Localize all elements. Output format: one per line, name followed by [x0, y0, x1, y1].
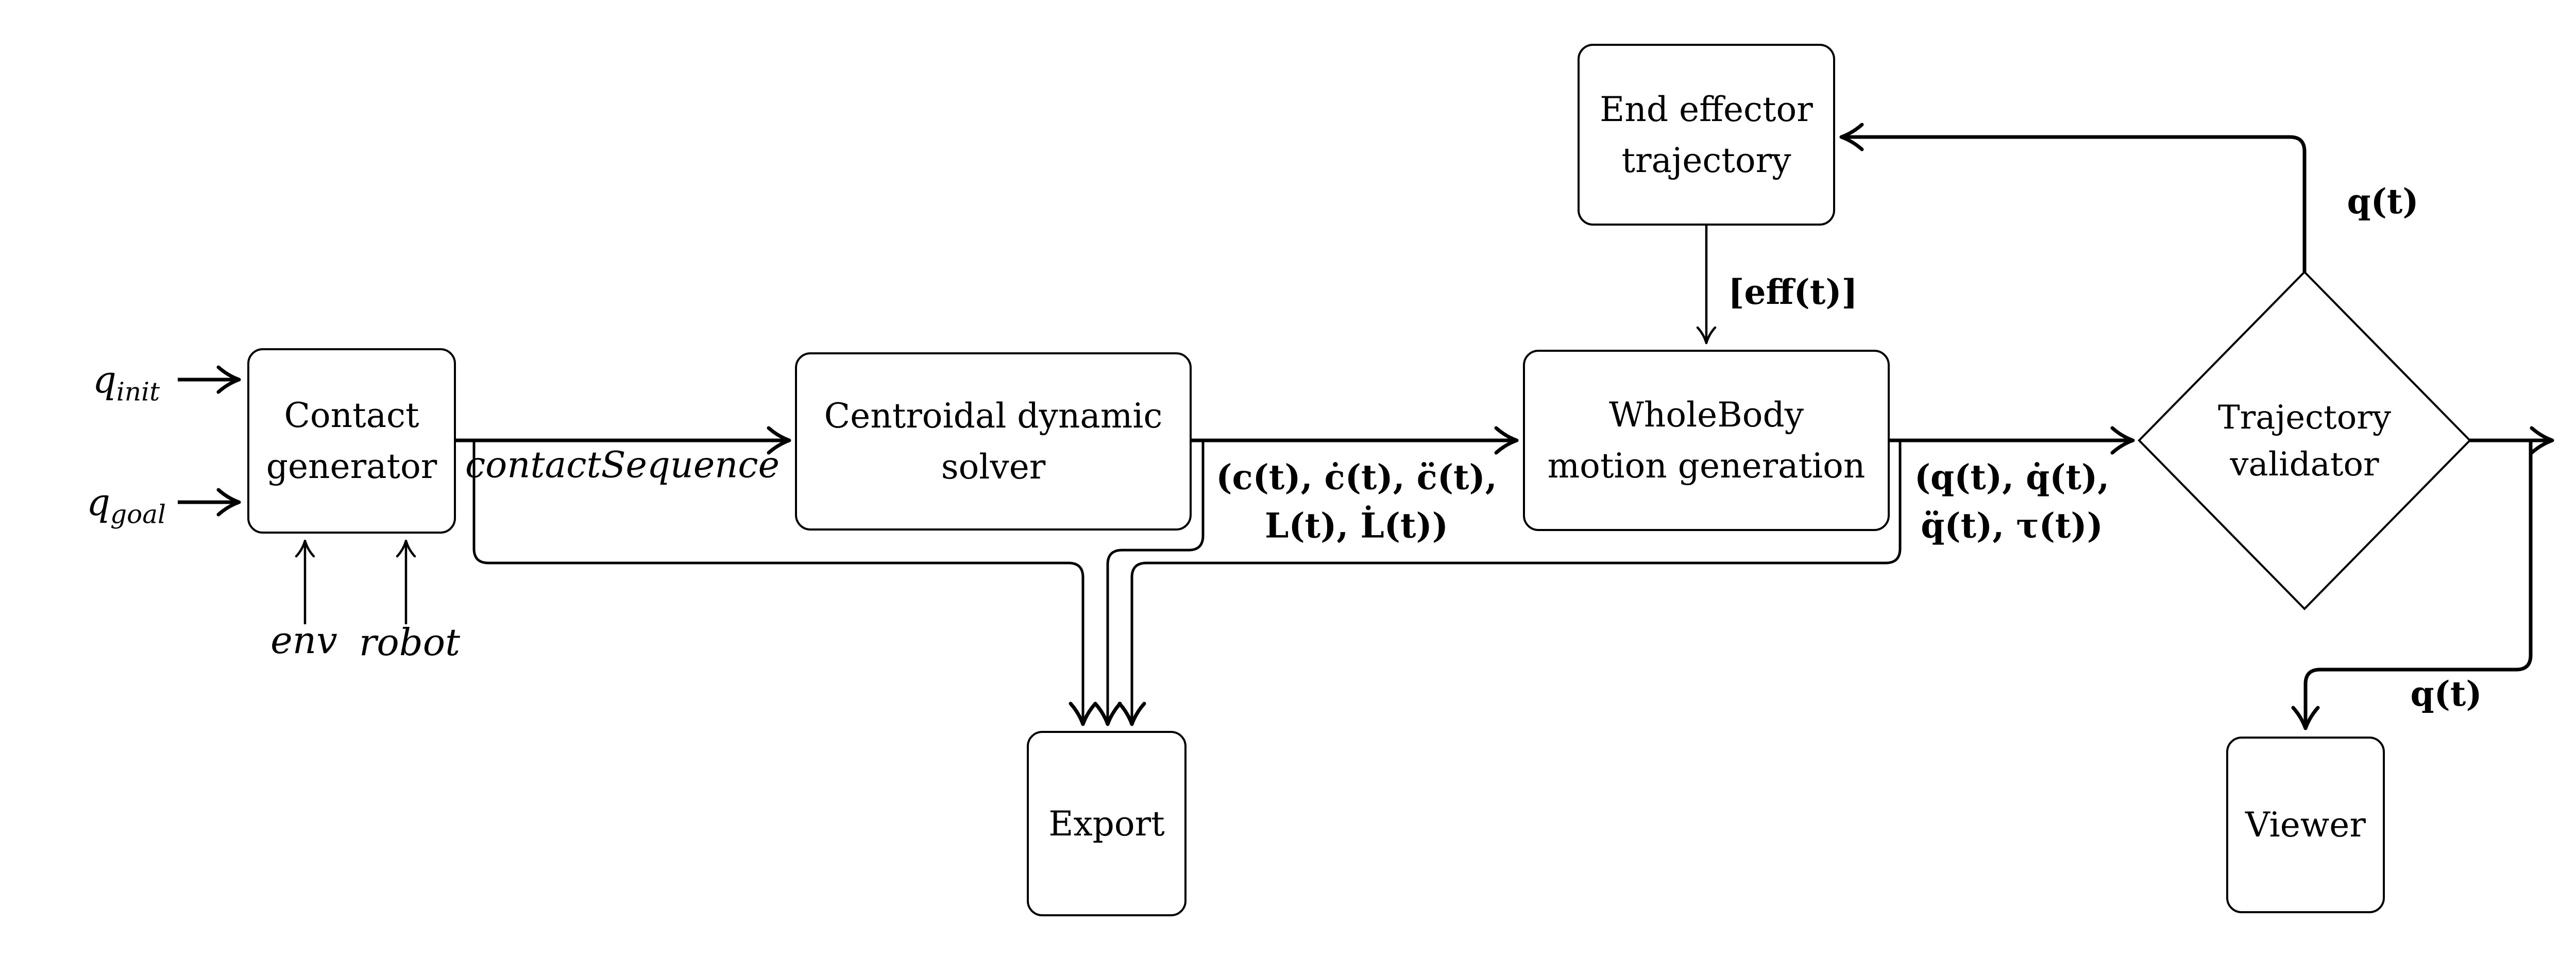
viewer-label: Viewer [2245, 805, 2366, 845]
viewer-q-label: q(t) [2410, 674, 2482, 714]
centroidal-solver-label-line2: solver [941, 447, 1046, 487]
validator-to-viewer-branch [2291, 440, 2533, 730]
trajectory-validator-diamond [2138, 270, 2471, 610]
contact-generator-label-line1: Contact [284, 396, 419, 435]
wholebody-output-label-line2: q̈(t), τ(t)) [1921, 505, 2103, 545]
contact-generator-node: Contact generator [247, 348, 456, 534]
eff-label: [eff(t)] [1728, 272, 1858, 313]
trajectory-validator-label-line2: validator [2230, 446, 2379, 484]
centroidal-solver-node: Centroidal dynamic solver [795, 352, 1192, 531]
end-effector-label-line2: trajectory [1621, 140, 1791, 180]
end-effector-trajectory-node: End effector trajectory [1578, 44, 1835, 226]
contact-generator-label-line2: generator [266, 447, 437, 486]
trajectory-validator-label-line1: Trajectory [2218, 399, 2391, 437]
validator-to-endeffector-feedback [1839, 123, 2307, 272]
robot-label: robot [359, 620, 461, 664]
export-node: Export [1027, 731, 1187, 916]
wholebody-label-line2: motion generation [1547, 446, 1866, 486]
q-goal-label: qgoal [87, 476, 166, 528]
centroidal-solver-label-line1: Centroidal dynamic [824, 396, 1163, 436]
end-effector-label-line1: End effector [1600, 89, 1813, 129]
centroidal-to-export-branch [1093, 440, 1205, 726]
wholebody-motion-node: WholeBody motion generation [1523, 350, 1890, 531]
wholebody-label-line1: WholeBody [1608, 395, 1804, 435]
env-label: env [270, 618, 337, 662]
feedback-q-label: q(t) [2347, 181, 2419, 222]
q-goal-subscript: goal [110, 499, 166, 529]
wholebody-to-export-branch [1117, 440, 1902, 726]
centroidal-output-label-line1: (c(t), ċ(t), c̈(t), [1216, 457, 1497, 498]
centroidal-output-label: (c(t), ċ(t), c̈(t), L(t), L̇(t)) [1216, 453, 1497, 550]
export-label: Export [1048, 804, 1165, 844]
contact-to-export-branch [472, 440, 1097, 726]
centroidal-output-label-line2: L(t), L̇(t)) [1265, 505, 1448, 545]
contact-sequence-label: contactSequence [465, 443, 780, 486]
wholebody-output-label-line1: (q(t), q̇(t), [1914, 457, 2110, 498]
q-init-subscript: init [116, 377, 160, 407]
q-init-label: qinit [93, 353, 160, 406]
trajectory-validator-label: Trajectory validator [2218, 395, 2391, 488]
viewer-node: Viewer [2226, 737, 2385, 913]
wholebody-output-label: (q(t), q̇(t), q̈(t), τ(t)) [1914, 453, 2109, 550]
q-init-base: q [92, 357, 116, 401]
q-goal-base: q [86, 480, 111, 524]
